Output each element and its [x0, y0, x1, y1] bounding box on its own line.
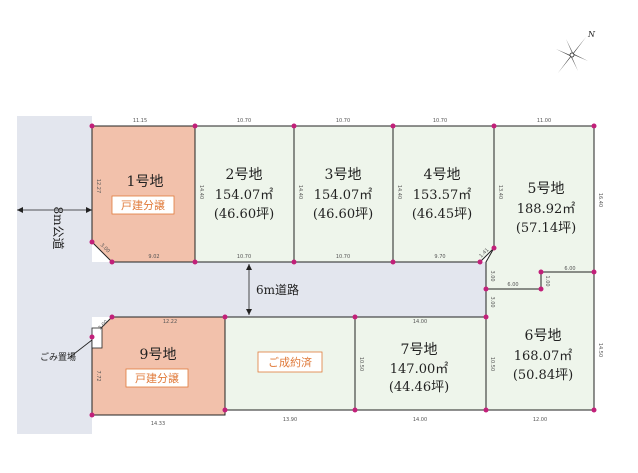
garbage-leader [69, 339, 93, 358]
north-label: N [587, 30, 596, 39]
lot-3-area-m2: 154.07㎡ [314, 188, 373, 203]
dim-lot5-top: 11.00 [537, 118, 551, 124]
dim-lot1-left: 12.27 [95, 179, 101, 193]
private-road-arrow-top [246, 264, 252, 270]
lot-1-badge-box [111, 195, 175, 215]
dim-lot5-right: 16.40 [597, 193, 603, 207]
lot-2-area-m2: 154.07㎡ [215, 188, 274, 203]
lot-2-name: 2号地 [226, 167, 263, 183]
dim-lot3-bottom: 10.70 [336, 254, 350, 260]
dim-lot6-left-top: 3.00 [489, 296, 495, 307]
dim-lot9-bottom: 14.33 [151, 421, 165, 427]
dim-lot9-left: 7.72 [95, 370, 101, 381]
dimension-labels: 11.15 10.70 10.70 10.70 11.00 12.27 14.4… [95, 118, 603, 427]
lot-2-area-tsubo: (46.60坪) [214, 207, 274, 222]
dim-lot4-left: 14.40 [396, 185, 402, 199]
lot-3-name: 3号地 [325, 167, 362, 183]
lot-5-area-m2: 188.92㎡ [517, 202, 576, 217]
lot-7-area-tsubo: (44.46坪) [389, 380, 449, 395]
lot-1-name: 1号地 [127, 174, 164, 190]
dim-lot1-bottom: 9.02 [148, 254, 159, 260]
dim-lot3-top: 10.70 [336, 118, 350, 124]
dim-lot4-bottom: 9.70 [434, 254, 445, 260]
lot-4-area-tsubo: (46.45坪) [412, 207, 472, 222]
dim-lot3-left: 14.40 [297, 185, 303, 199]
dim-lot5-notch-c: 1.00 [544, 275, 550, 286]
lot-3[interactable] [293, 125, 394, 263]
lot-4-name: 4号地 [424, 167, 461, 183]
dim-lot5-notch-a: 3.00 [489, 270, 495, 281]
dim-lot1-top: 11.15 [133, 118, 147, 124]
lot-8-badge: ご成約済 [268, 355, 312, 369]
lot-6-name: 6号地 [525, 328, 562, 344]
private-road-arrow-bottom [246, 309, 252, 315]
private-road-label: 6m道路 [256, 282, 299, 297]
main-road [17, 116, 92, 434]
north-arrow-icon: N [556, 30, 596, 73]
lot-6-area-m2: 168.07㎡ [514, 349, 573, 364]
main-road-label: 8m公道 [51, 206, 65, 249]
lot-7-name: 7号地 [401, 342, 438, 358]
dim-lot2-bottom: 10.70 [237, 254, 251, 260]
lot-4[interactable] [392, 125, 495, 263]
dim-lot7-top: 14.00 [413, 319, 427, 325]
lot-1[interactable] [91, 125, 196, 263]
lot-7-area-m2: 147.00㎡ [390, 362, 449, 377]
lot-2[interactable] [194, 125, 295, 263]
garbage-label: ごみ置場 [40, 351, 76, 363]
dim-lot4-top: 10.70 [433, 118, 447, 124]
lot-4-area-m2: 153.57㎡ [413, 188, 472, 203]
dim-lot2-left: 14.40 [198, 185, 204, 199]
lot-9-badge: 戸建分譲 [135, 371, 179, 385]
dim-lot6-bottom: 12.00 [533, 417, 547, 423]
dim-lot6-left: 10.50 [489, 357, 495, 371]
lot-3-area-tsubo: (46.60坪) [313, 207, 373, 222]
dim-lot5-notch-d: 6.00 [564, 266, 575, 272]
private-road [92, 262, 486, 317]
boundary-markers [89, 123, 597, 418]
main-road-arrow-left [17, 207, 23, 213]
lot-5-name: 5号地 [528, 181, 565, 197]
dim-lot2-top: 10.70 [237, 118, 251, 124]
lot-9-badge-box [125, 368, 189, 388]
main-road-arrow-right [86, 207, 92, 213]
dim-lot7-bottom: 14.00 [413, 417, 427, 423]
lot-8-badge-box [257, 351, 323, 373]
lot-1-badge: 戸建分譲 [121, 198, 165, 212]
lot-9-name: 9号地 [140, 347, 177, 363]
lot-9[interactable] [91, 316, 226, 416]
dim-lot5-notch-b: 6.00 [507, 282, 518, 288]
dim-lot5-left: 13.40 [497, 185, 503, 199]
dim-lot9-top: 12.22 [163, 319, 177, 325]
lot-6-area-tsubo: (50.84坪) [513, 368, 573, 383]
dim-lot8-bottom: 13.90 [283, 417, 297, 423]
lot-5-area-tsubo: (57.14坪) [516, 221, 576, 236]
dim-lot6-right: 14.50 [597, 343, 603, 357]
dim-lot7-left: 10.50 [358, 357, 364, 371]
